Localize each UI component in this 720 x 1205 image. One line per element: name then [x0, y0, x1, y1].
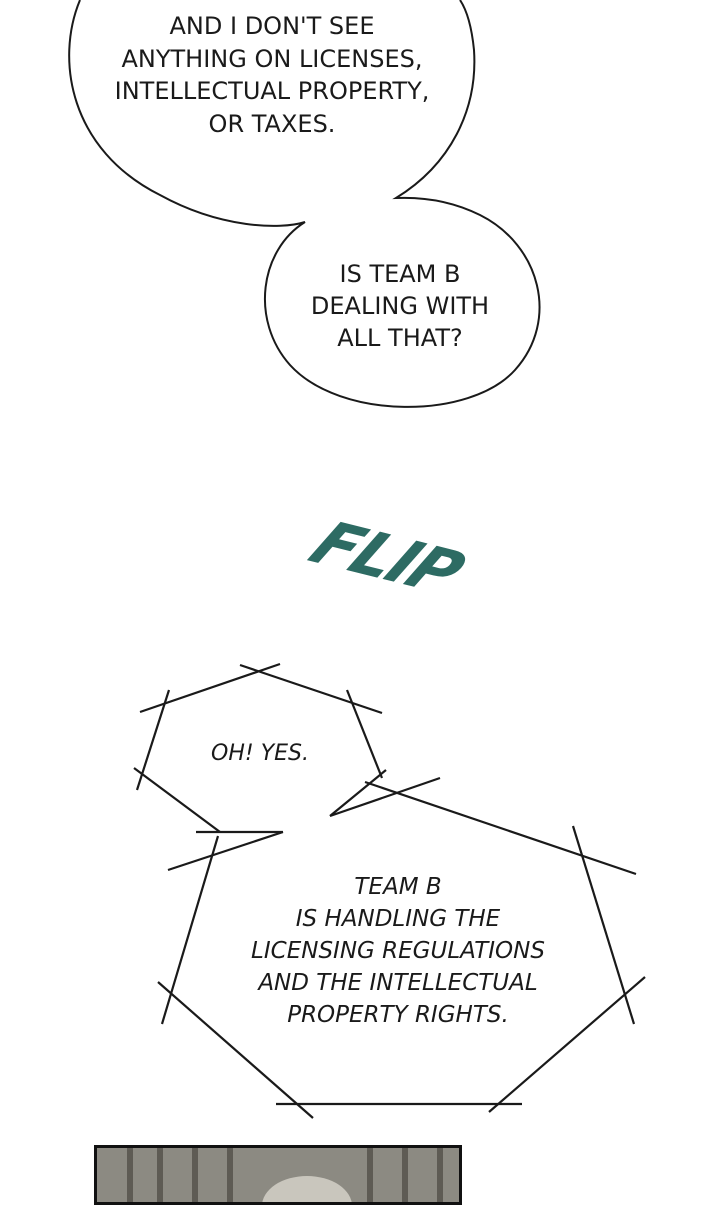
cloud-speech-bubble — [68, 0, 541, 408]
character-head-partial — [262, 1176, 352, 1202]
speech-text-team-b-answer: TEAM B IS HANDLING THE LICENSING REGULAT… — [251, 874, 545, 1028]
speech-text-licenses: AND I DON'T SEE ANYTHING ON LICENSES, IN… — [114, 12, 430, 138]
spiky-speech-bubble-small — [133, 662, 441, 872]
speech-text-oh-yes: OH! YES. — [211, 741, 309, 766]
speech-text-team-b-question: IS TEAM B DEALING WITH ALL THAT? — [310, 260, 490, 352]
spiky-speech-bubble-large — [157, 780, 646, 1119]
next-comic-panel — [94, 1145, 462, 1205]
